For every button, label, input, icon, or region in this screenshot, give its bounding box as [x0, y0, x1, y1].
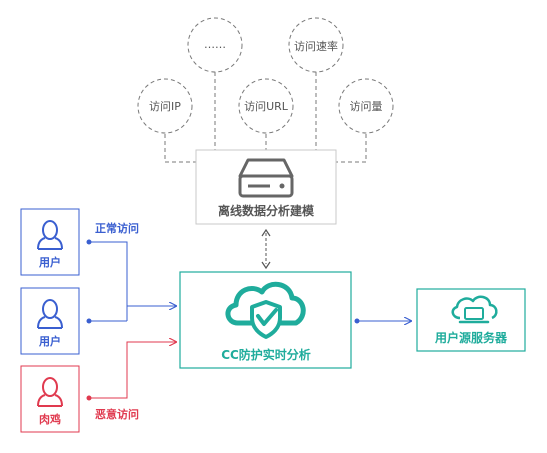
edge-label-malicious: 恶意访问: [95, 407, 139, 421]
feature-circle-url: 访问URL: [238, 78, 294, 134]
offline-box-label: 离线数据分析建模: [218, 203, 315, 218]
hard-drive-icon: [238, 158, 294, 198]
feature-label-url: 访问URL: [244, 100, 289, 113]
connector-volume: [336, 134, 367, 163]
edge-label-normal: 正常访问: [95, 221, 139, 235]
user-icon: [37, 220, 63, 250]
source-box-user-1: 用户: [20, 208, 80, 276]
feature-circle-rate: 访问速率: [288, 17, 344, 73]
feature-label-dots: ……: [204, 38, 226, 51]
normal-access-lines: [86, 239, 177, 324]
feature-circle-volume: 访问量: [338, 78, 394, 134]
feature-circle-ip: 访问IP: [137, 78, 193, 134]
offline-cc-link: [261, 228, 271, 270]
feature-label-ip: 访问IP: [149, 100, 181, 113]
source-box-user-2: 用户: [20, 287, 80, 355]
cloud-shield-icon: [225, 281, 306, 339]
feature-connectors: [164, 72, 367, 163]
cc-protection-box: CC防护实时分析: [179, 271, 352, 369]
malicious-access-lines: [86, 342, 177, 401]
cloud-laptop-icon: [451, 295, 498, 324]
source-label-user-1: 用户: [39, 255, 61, 269]
cc-server-link: [354, 319, 412, 324]
feature-label-rate: 访问速率: [294, 39, 338, 53]
connector-ip: [164, 134, 196, 163]
cc-box-label: CC防护实时分析: [221, 347, 311, 362]
feature-label-volume: 访问量: [350, 100, 383, 113]
user-icon: [37, 299, 63, 329]
bot-user-icon: [37, 377, 63, 407]
feature-circle-dots: ……: [187, 17, 243, 73]
source-label-bot: 肉鸡: [39, 412, 61, 426]
server-box-label: 用户源服务器: [434, 330, 508, 345]
source-label-user-2: 用户: [39, 334, 61, 348]
origin-server-box: 用户源服务器: [416, 288, 526, 352]
source-box-bot: 肉鸡: [20, 365, 80, 433]
offline-modeling-box: 离线数据分析建模: [195, 149, 337, 225]
